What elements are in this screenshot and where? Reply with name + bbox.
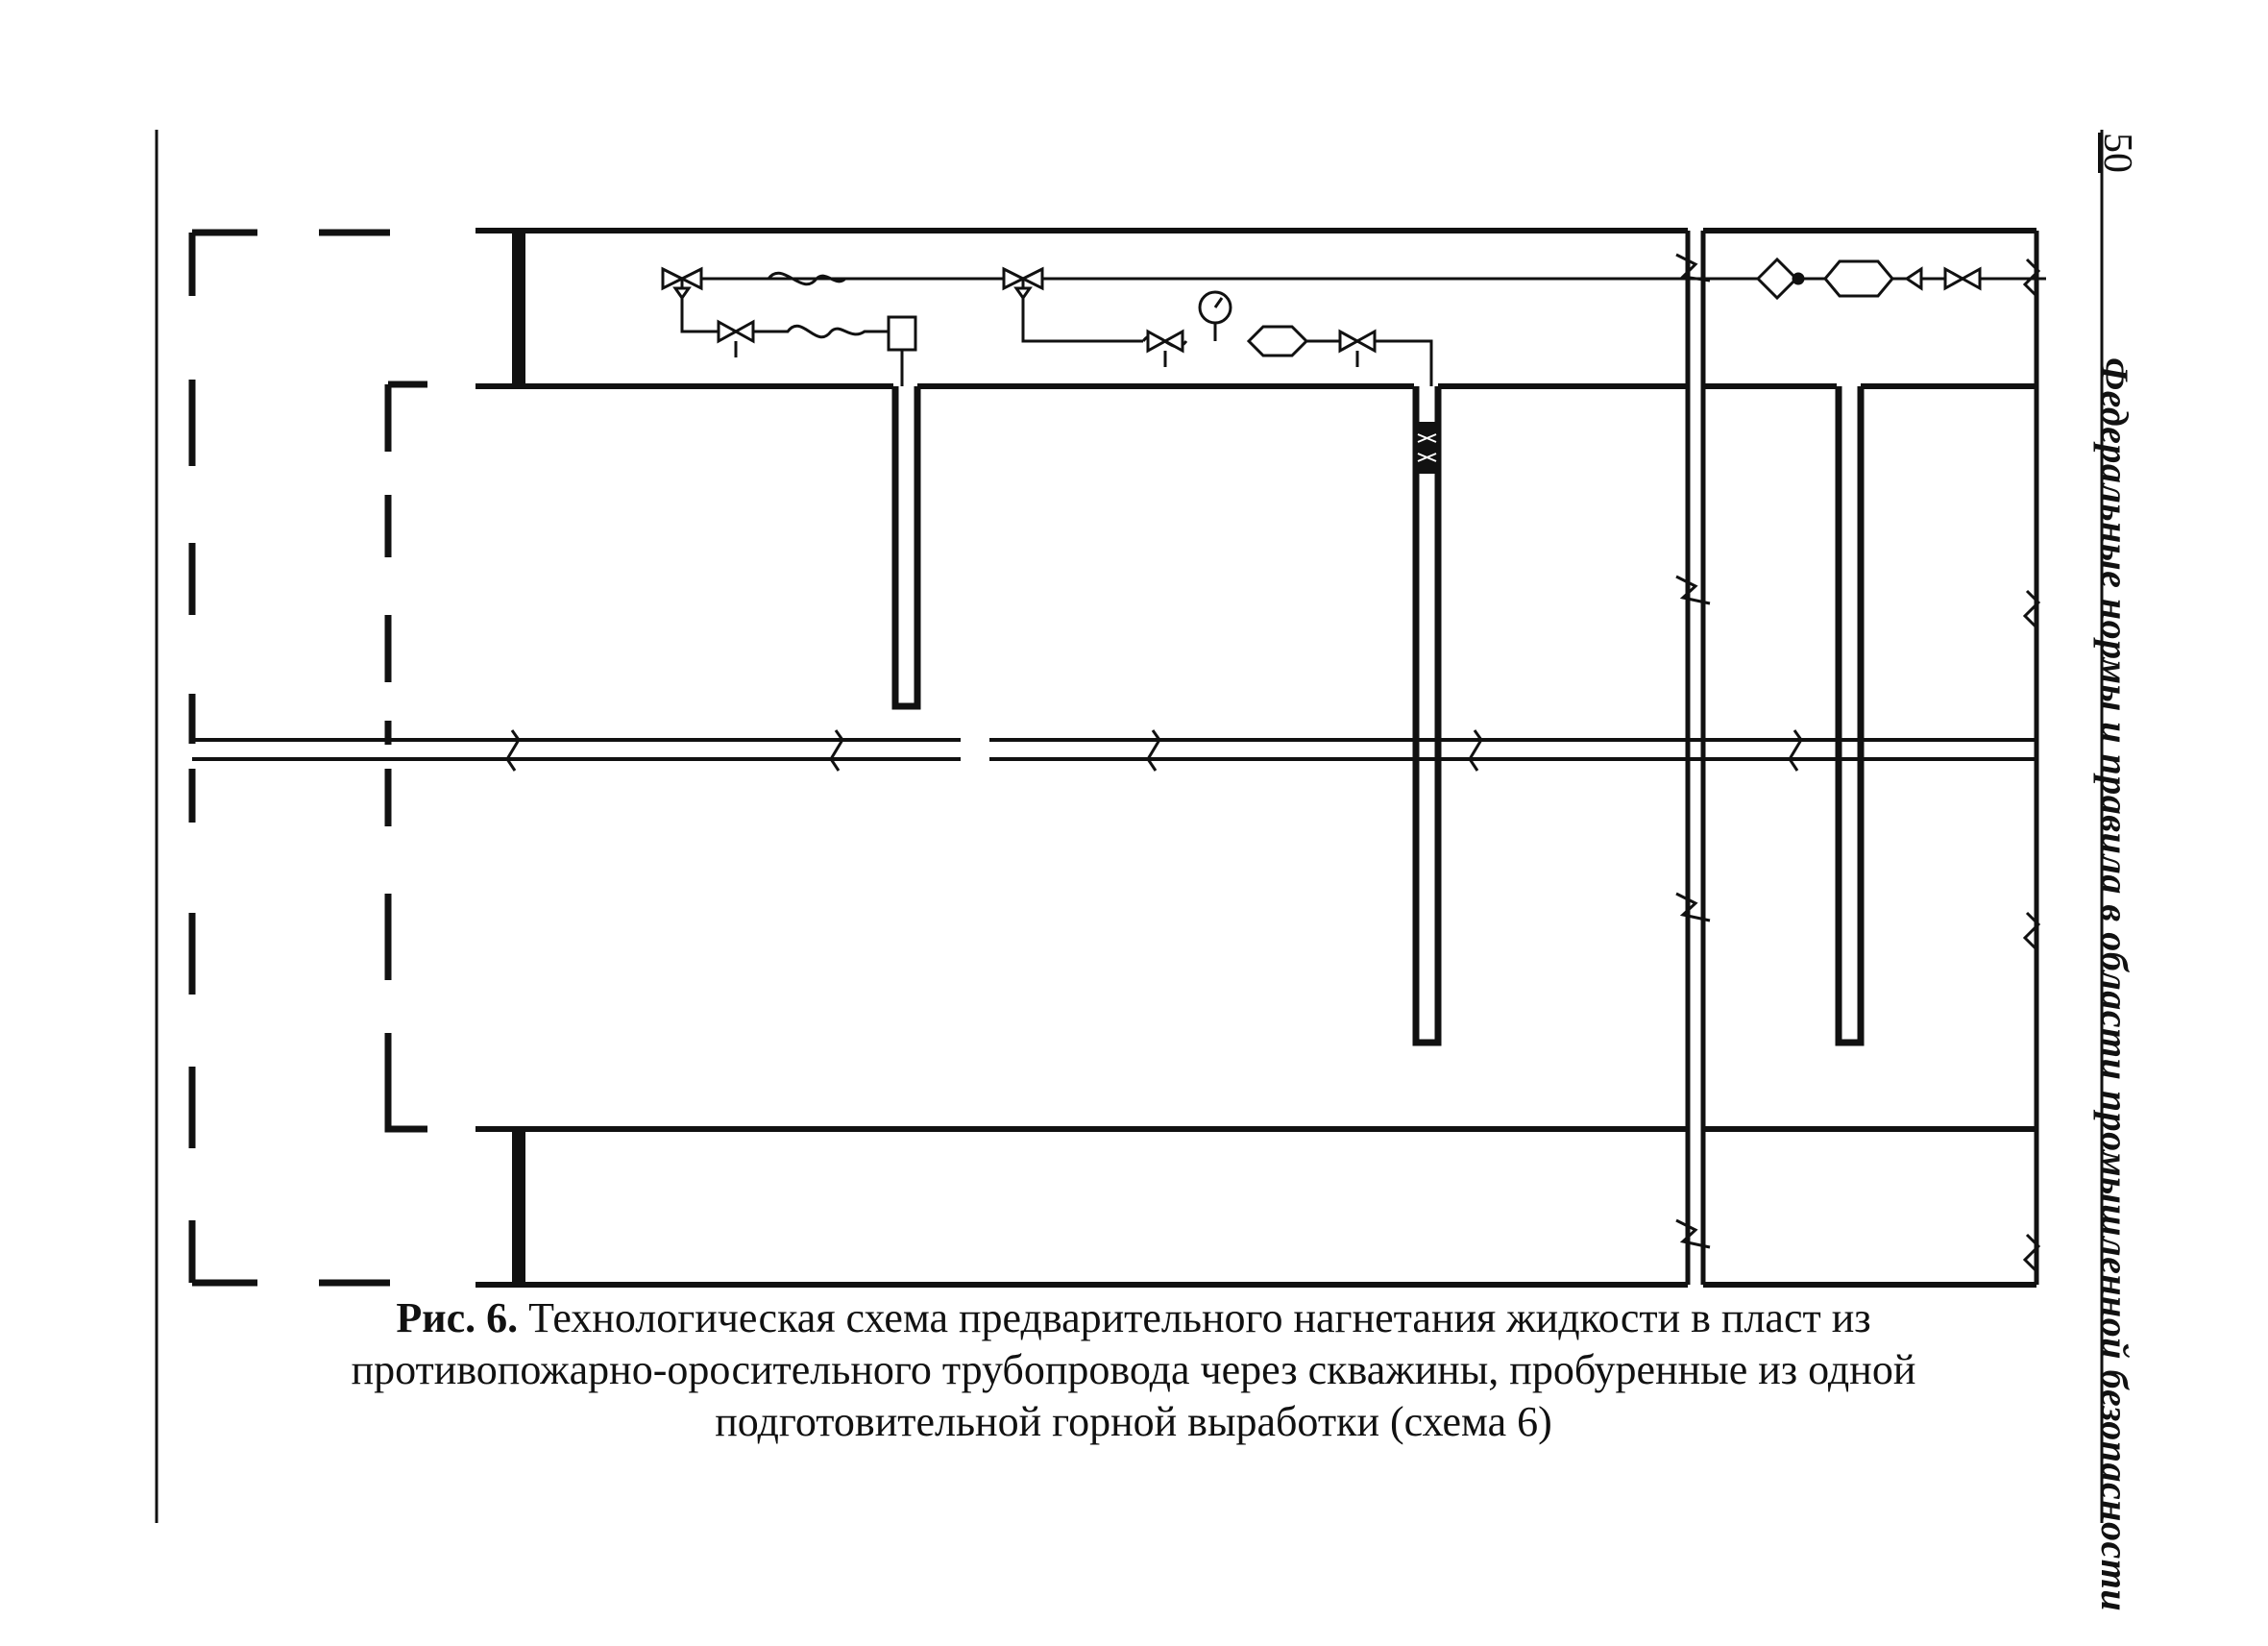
break-marks xyxy=(505,253,2041,1273)
borehole-1 xyxy=(891,386,921,710)
check-valve-icon xyxy=(1904,266,1923,291)
boreholes xyxy=(891,386,1865,1046)
caption-line-2: противопожарно-оросительного трубопровод… xyxy=(351,1346,1916,1393)
mine-workings xyxy=(476,228,2036,1288)
caption-line-1: Рис. 6. Технологическая схема предварите… xyxy=(396,1294,1871,1341)
borehole-2 xyxy=(1412,386,1442,1046)
caption-line-3: подготовительной горной выработки (схема… xyxy=(715,1398,1552,1445)
borehole-3 xyxy=(1835,386,1865,1046)
figure-caption: Рис. 6. Технологическая схема предварите… xyxy=(221,1292,2046,1448)
junction-node xyxy=(1792,272,1805,285)
filter-icon xyxy=(1755,257,1799,301)
valve-actuators xyxy=(672,286,1359,367)
horizontal-drift xyxy=(192,738,2036,761)
injector-unit xyxy=(887,315,917,352)
borehole-packer xyxy=(1415,422,1439,474)
valves xyxy=(661,266,1982,354)
figure-label: Рис. 6. xyxy=(396,1294,519,1341)
flowmeter-icon xyxy=(1246,325,1309,357)
pump-icon xyxy=(1823,259,1894,298)
page-number: 50 xyxy=(2095,133,2139,173)
dashed-inner-contour xyxy=(384,381,427,1133)
running-header: Федеральные нормы и правила в области пр… xyxy=(2093,357,2136,1612)
dashed-outer-contour xyxy=(188,229,390,1287)
